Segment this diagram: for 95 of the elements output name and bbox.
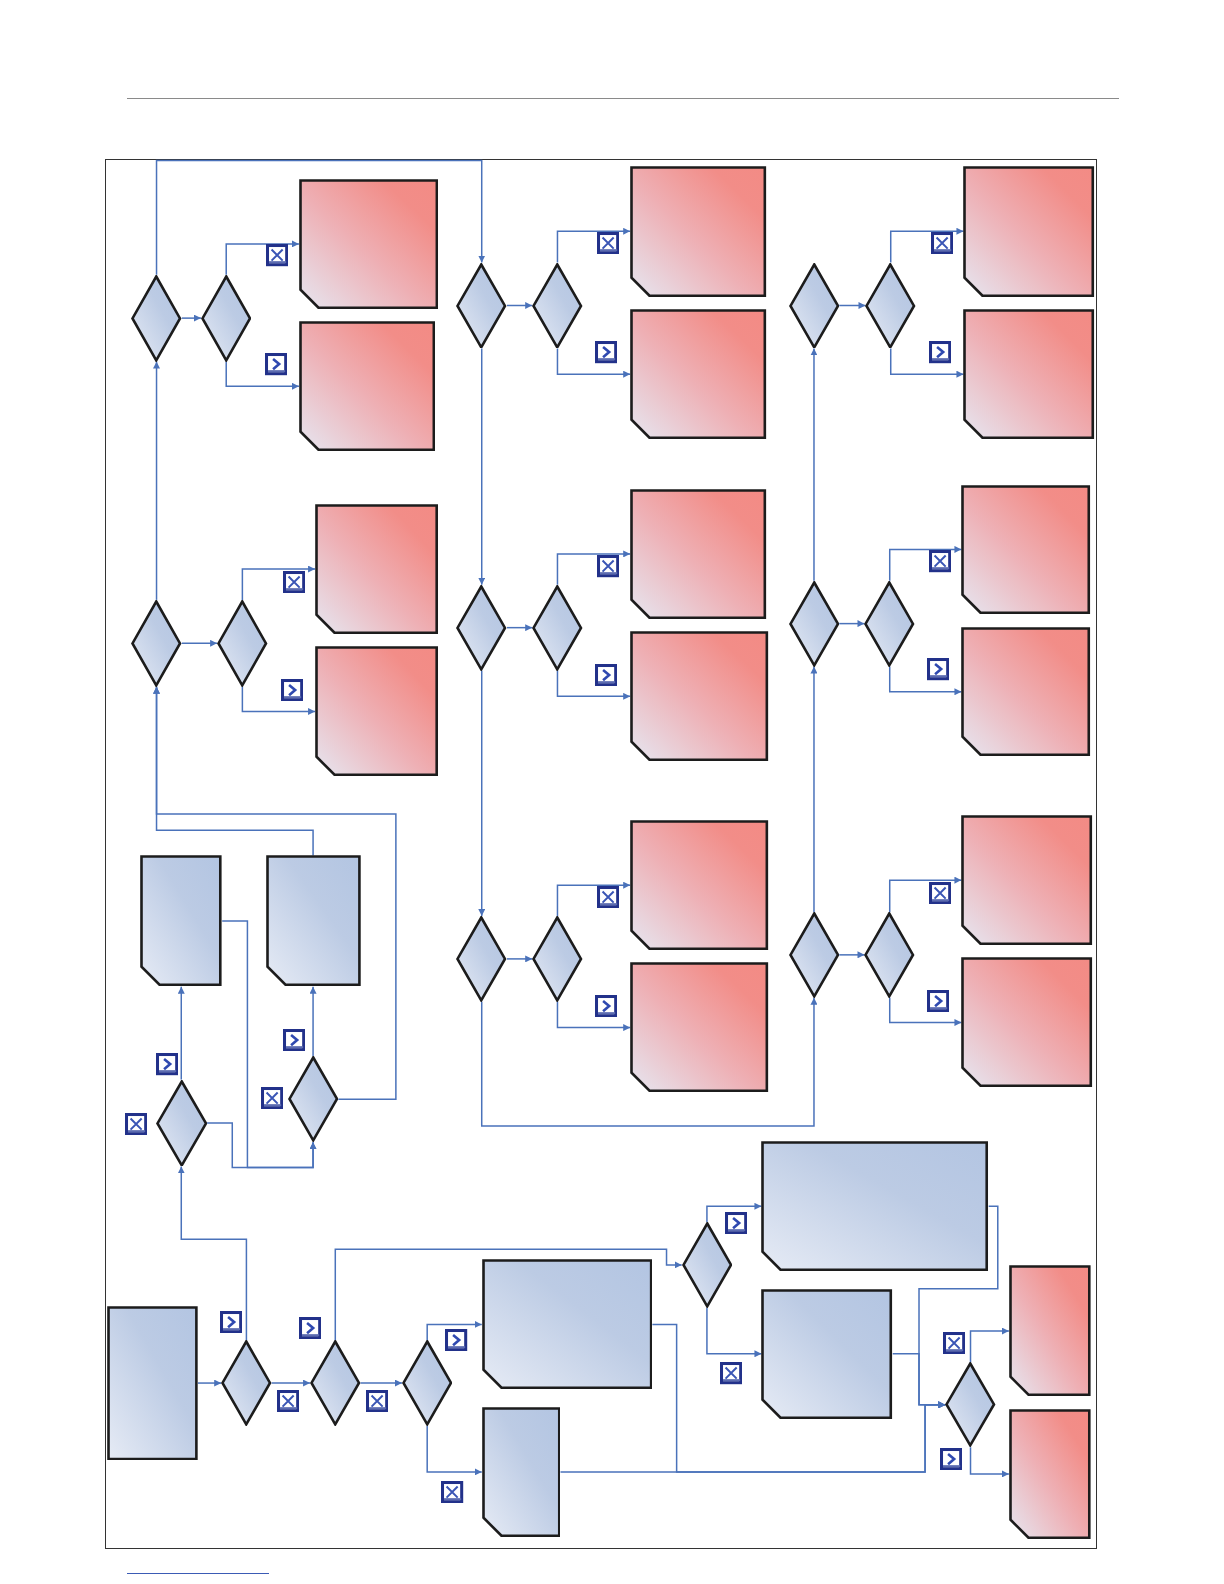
process-box bbox=[963, 309, 1095, 440]
process-box bbox=[630, 309, 767, 440]
process-box bbox=[630, 820, 769, 951]
process-box bbox=[481, 1259, 653, 1390]
arrow bbox=[177, 985, 185, 1081]
arrow bbox=[556, 347, 631, 378]
process-box bbox=[107, 1305, 198, 1461]
arrow bbox=[181, 639, 218, 647]
decision-diamond bbox=[532, 915, 583, 1002]
arrow bbox=[506, 624, 533, 632]
process-box bbox=[630, 962, 769, 1093]
arrow bbox=[890, 347, 965, 378]
decision-diamond bbox=[217, 599, 268, 687]
decision-diamond bbox=[221, 1340, 272, 1426]
arrow bbox=[153, 686, 397, 1101]
decision-diamond bbox=[864, 911, 915, 998]
arrow bbox=[177, 1165, 248, 1341]
decision-diamond bbox=[532, 262, 583, 349]
arrow bbox=[892, 1353, 946, 1409]
arrow bbox=[359, 1379, 403, 1387]
arrow bbox=[890, 227, 965, 264]
decision-diamond bbox=[532, 584, 583, 671]
decision-diamond bbox=[287, 1056, 339, 1143]
decision-diamond bbox=[131, 274, 182, 362]
arrow bbox=[838, 951, 866, 959]
decision-diamond bbox=[788, 911, 840, 998]
arrow bbox=[206, 1122, 317, 1169]
process-box bbox=[630, 631, 769, 762]
arrow bbox=[969, 1327, 1010, 1364]
arrow bbox=[969, 1446, 1010, 1478]
process-box bbox=[315, 646, 439, 777]
process-box bbox=[1008, 1408, 1091, 1540]
decision-diamond bbox=[456, 262, 507, 349]
decision-diamond bbox=[310, 1340, 361, 1426]
decision-diamond bbox=[788, 580, 840, 667]
process-box bbox=[761, 1141, 989, 1272]
decision-diamond bbox=[200, 274, 252, 362]
arrow bbox=[478, 347, 486, 586]
decision-diamond bbox=[155, 1079, 207, 1167]
arrow bbox=[888, 997, 963, 1026]
arrow bbox=[888, 545, 963, 582]
process-box bbox=[298, 178, 439, 309]
arrow bbox=[225, 360, 300, 390]
arrow bbox=[556, 227, 631, 264]
decision-diamond bbox=[131, 599, 182, 687]
arrow bbox=[181, 314, 202, 322]
process-box bbox=[761, 1288, 893, 1419]
decision-diamond bbox=[401, 1340, 453, 1426]
arrow bbox=[506, 955, 533, 963]
decision-diamond bbox=[864, 580, 915, 667]
arrow bbox=[556, 550, 631, 586]
arrow bbox=[478, 669, 486, 917]
decision-diamond bbox=[456, 584, 507, 671]
arrow bbox=[309, 985, 317, 1058]
process-box bbox=[315, 503, 439, 635]
arrow bbox=[480, 997, 818, 1127]
process-box bbox=[630, 488, 767, 620]
arrow bbox=[888, 876, 963, 913]
arrow bbox=[426, 1321, 483, 1341]
process-box bbox=[961, 815, 1093, 946]
arrow bbox=[197, 1379, 222, 1387]
arrow bbox=[810, 665, 818, 913]
arrow bbox=[706, 1202, 763, 1223]
process-box bbox=[140, 855, 223, 987]
process-box bbox=[298, 321, 436, 452]
arrow bbox=[556, 669, 631, 700]
decision-diamond bbox=[945, 1362, 996, 1448]
process-box bbox=[961, 957, 1093, 1088]
process-box bbox=[963, 165, 1095, 297]
arrow bbox=[556, 881, 631, 917]
process-box bbox=[481, 1406, 561, 1538]
arrow bbox=[334, 1248, 683, 1341]
decision-diamond bbox=[788, 262, 840, 349]
arrow bbox=[153, 360, 161, 601]
arrow bbox=[155, 159, 486, 276]
process-box bbox=[961, 627, 1091, 757]
process-box bbox=[1008, 1265, 1091, 1397]
process-box bbox=[630, 165, 767, 297]
process-box bbox=[961, 484, 1091, 614]
arrow bbox=[556, 1001, 631, 1032]
process-box bbox=[265, 855, 361, 987]
arrow bbox=[270, 1379, 311, 1387]
arrow bbox=[838, 302, 867, 309]
arrow bbox=[225, 240, 300, 276]
arrow bbox=[838, 620, 866, 628]
decision-diamond bbox=[865, 262, 916, 349]
arrow bbox=[706, 1307, 763, 1358]
arrow bbox=[426, 1425, 483, 1476]
arrow bbox=[506, 302, 533, 309]
decision-diamond bbox=[681, 1221, 733, 1308]
arrow bbox=[888, 665, 963, 696]
arrow bbox=[810, 347, 818, 582]
arrow bbox=[241, 565, 316, 601]
decision-diamond bbox=[456, 915, 507, 1002]
arrow bbox=[241, 686, 316, 715]
